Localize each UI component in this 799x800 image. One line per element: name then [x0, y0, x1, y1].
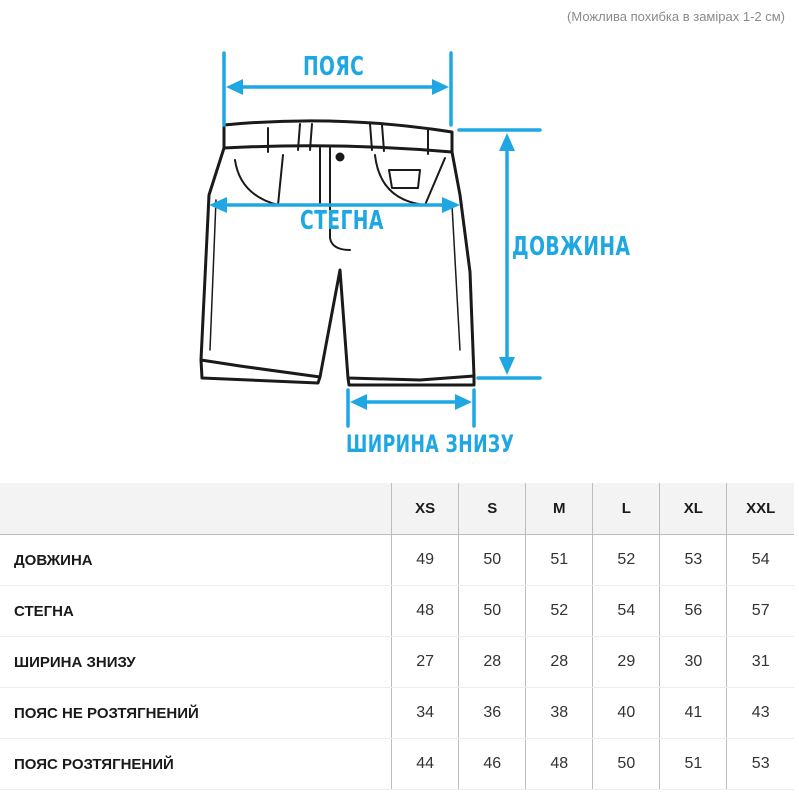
table-row-hips: СТЕГНА 48 50 52 54 56 57: [0, 585, 794, 637]
table-row-waist-stretched: ПОЯС РОЗТЯГНЕНИЙ 44 46 48 50 51 53: [0, 738, 794, 790]
table-cell: 43: [726, 687, 794, 739]
table-row-waist-relaxed: ПОЯС НЕ РОЗТЯГНЕНИЙ 34 36 38 40 41 43: [0, 687, 794, 739]
measurement-error-note: (Можлива похибка в замірах 1-2 см): [567, 9, 785, 24]
size-header-xs: XS: [391, 483, 459, 535]
length-label: ДОВЖИНА: [512, 232, 631, 262]
table-cell: 34: [391, 687, 459, 739]
header-corner-cell: [0, 483, 392, 535]
row-label: ПОЯС РОЗТЯГНЕНИЙ: [0, 738, 392, 790]
table-cell: 54: [726, 534, 794, 586]
table-cell: 41: [659, 687, 727, 739]
table-cell: 48: [525, 738, 593, 790]
table-cell: 53: [659, 534, 727, 586]
button-detail: [335, 152, 345, 162]
bottom-width-label: ШИРИНА ЗНИЗУ: [346, 430, 515, 458]
table-cell: 52: [592, 534, 660, 586]
table-cell: 54: [592, 585, 660, 637]
row-label: СТЕГНА: [0, 585, 392, 637]
row-label: ПОЯС НЕ РОЗТЯГНЕНИЙ: [0, 687, 392, 739]
table-cell: 31: [726, 636, 794, 688]
shorts-outline: [199, 119, 476, 387]
table-cell: 38: [525, 687, 593, 739]
table-cell: 52: [525, 585, 593, 637]
size-chart-table: XS S M L XL XXL ДОВЖИНА 49 50 51 52 53 5…: [0, 483, 794, 790]
table-cell: 44: [391, 738, 459, 790]
size-header-xl: XL: [659, 483, 727, 535]
row-label: ДОВЖИНА: [0, 534, 392, 586]
size-header-s: S: [458, 483, 526, 535]
table-cell: 30: [659, 636, 727, 688]
table-row-bottom-width: ШИРИНА ЗНИЗУ 27 28 28 29 30 31: [0, 636, 794, 688]
size-header-row: XS S M L XL XXL: [0, 483, 794, 535]
table-cell: 50: [458, 585, 526, 637]
table-cell: 36: [458, 687, 526, 739]
hips-label: СТЕГНА: [300, 206, 384, 236]
waist-label: ПОЯС: [303, 52, 365, 82]
table-cell: 57: [726, 585, 794, 637]
shorts-measurement-diagram: ПОЯС СТЕГНА ДОВЖИНА ШИРИНА ЗНИЗУ: [199, 51, 631, 458]
table-row-length: ДОВЖИНА 49 50 51 52 53 54: [0, 534, 794, 586]
table-cell: 53: [726, 738, 794, 790]
size-header-l: L: [592, 483, 660, 535]
table-cell: 50: [592, 738, 660, 790]
table-cell: 40: [592, 687, 660, 739]
table-cell: 51: [659, 738, 727, 790]
table-cell: 28: [458, 636, 526, 688]
table-cell: 49: [391, 534, 459, 586]
table-cell: 56: [659, 585, 727, 637]
table-cell: 50: [458, 534, 526, 586]
table-cell: 46: [458, 738, 526, 790]
size-header-xxl: XXL: [726, 483, 794, 535]
table-cell: 48: [391, 585, 459, 637]
table-cell: 29: [592, 636, 660, 688]
row-label: ШИРИНА ЗНИЗУ: [0, 636, 392, 688]
shorts-illustration: [199, 51, 542, 428]
table-cell: 28: [525, 636, 593, 688]
table-cell: 51: [525, 534, 593, 586]
table-cell: 27: [391, 636, 459, 688]
size-header-m: M: [525, 483, 593, 535]
measurement-arrows: [209, 51, 542, 428]
